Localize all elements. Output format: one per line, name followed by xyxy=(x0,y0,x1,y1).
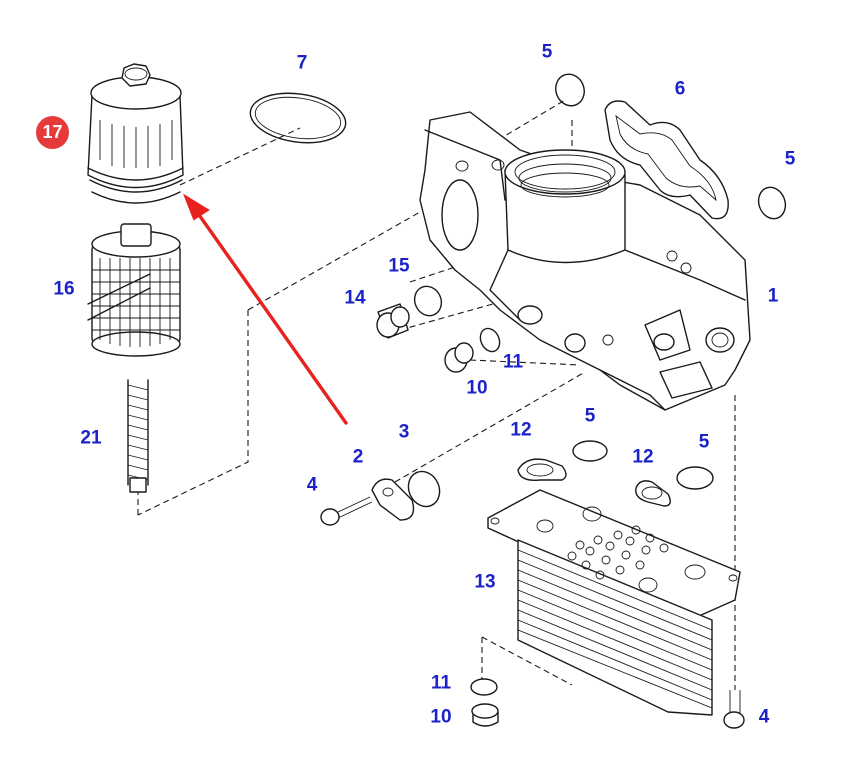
callout-16: 16 xyxy=(53,278,75,300)
callout-10-upper: 10 xyxy=(466,377,488,399)
bolt-part-4-left xyxy=(320,496,373,526)
highlight-arrow xyxy=(182,193,348,425)
callout-5-top: 5 xyxy=(541,41,553,63)
o-ring-part-7-inner xyxy=(254,96,342,140)
callout-12-right: 12 xyxy=(632,446,654,468)
callout-7: 7 xyxy=(296,52,308,74)
callout-5-cooler-left: 5 xyxy=(584,405,596,427)
plug-part-10-upper xyxy=(444,342,474,373)
callout-14: 14 xyxy=(344,287,366,309)
oil-cooler-part-13 xyxy=(487,489,741,716)
callout-13: 13 xyxy=(474,571,496,593)
flange-part-2 xyxy=(371,478,415,521)
callout-11-upper: 11 xyxy=(502,351,524,373)
callout-5-cooler-right: 5 xyxy=(698,431,710,453)
seal-ring-part-11-lower xyxy=(470,678,498,696)
seal-ring-part-15 xyxy=(413,285,443,317)
callout-11-lower: 11 xyxy=(430,672,452,694)
callout-5-right: 5 xyxy=(784,148,796,170)
o-ring-part-5-cooler-left xyxy=(572,440,608,462)
spring-part-21 xyxy=(127,379,149,493)
callout-4-left: 4 xyxy=(306,474,318,496)
callout-10-lower: 10 xyxy=(430,706,452,728)
gasket-part-12-left xyxy=(517,458,567,481)
plug-part-10-lower xyxy=(471,703,499,727)
callout-1: 1 xyxy=(767,285,779,307)
seal-ring-part-3 xyxy=(407,470,441,508)
o-ring-part-5-cooler-right xyxy=(676,466,714,490)
callout-21: 21 xyxy=(80,427,102,449)
callout-6: 6 xyxy=(674,78,686,100)
callout-12-left: 12 xyxy=(510,419,532,441)
part-17-badge: 17 xyxy=(36,116,69,149)
plug-part-14 xyxy=(376,303,410,339)
callout-3: 3 xyxy=(398,421,410,443)
o-ring-part-7 xyxy=(249,92,347,144)
callout-15: 15 xyxy=(388,255,410,277)
filter-element-part-16 xyxy=(87,223,181,357)
gasket-part-6 xyxy=(604,100,729,220)
filter-housing-part-1 xyxy=(419,111,751,411)
callout-4-lower: 4 xyxy=(758,706,770,728)
o-ring-part-5-right xyxy=(757,186,787,220)
o-ring-part-5-top xyxy=(555,73,585,107)
callout-2: 2 xyxy=(352,446,364,468)
bolt-part-4-lower xyxy=(723,690,745,729)
filter-cap-part-17 xyxy=(87,63,184,204)
seal-ring-part-11-upper xyxy=(479,327,501,353)
gasket-part-12-right xyxy=(635,480,671,507)
